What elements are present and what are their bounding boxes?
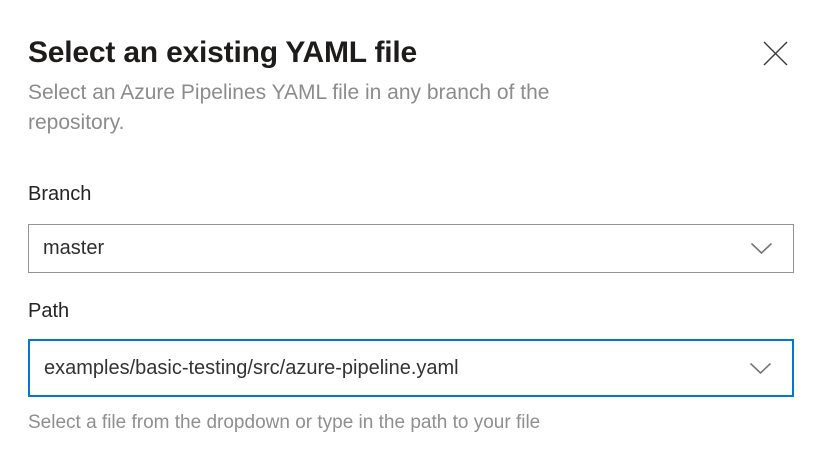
dialog-subtitle: Select an Azure Pipelines YAML file in a… bbox=[28, 81, 550, 134]
chevron-down-icon bbox=[749, 362, 772, 375]
dialog-header: Select an existing YAML file bbox=[28, 36, 794, 70]
branch-selected-value: master bbox=[43, 237, 105, 259]
path-combobox[interactable] bbox=[28, 339, 794, 397]
path-label: Path bbox=[28, 300, 70, 322]
close-icon bbox=[762, 40, 789, 70]
path-input[interactable] bbox=[30, 341, 749, 395]
path-helper-text: Select a file from the dropdown or type … bbox=[28, 412, 541, 433]
page-title: Select an existing YAML file bbox=[28, 36, 417, 69]
chevron-down-icon bbox=[750, 242, 773, 255]
close-button[interactable] bbox=[758, 38, 792, 72]
branch-label: Branch bbox=[28, 183, 92, 205]
branch-dropdown[interactable]: master bbox=[28, 224, 794, 273]
